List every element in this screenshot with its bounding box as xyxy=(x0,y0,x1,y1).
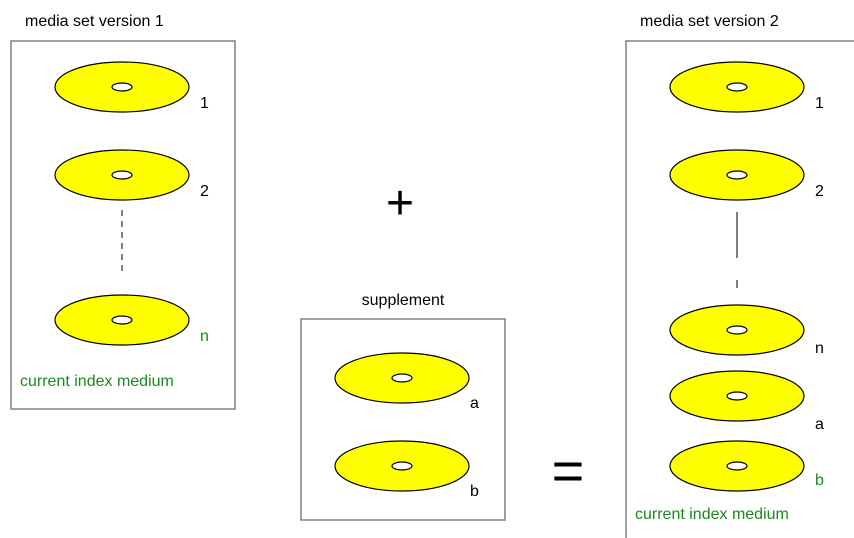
disk-icon xyxy=(669,61,805,113)
supplement-title: supplement xyxy=(362,292,445,309)
supplement-frame xyxy=(300,318,506,521)
plus-operator: + xyxy=(386,177,414,230)
version-1-title: media set version 1 xyxy=(25,13,164,30)
disk-label: a xyxy=(815,416,824,433)
current-index-medium-label: current index medium xyxy=(20,373,174,390)
disk-icon xyxy=(669,370,805,422)
media-set-version-1: media set version 1 1 2 n current index … xyxy=(10,13,236,410)
disk-icon xyxy=(54,149,190,201)
disk-label: a xyxy=(470,395,479,412)
disk-label-current: n xyxy=(200,328,209,345)
version-2-frame xyxy=(625,40,854,538)
disk-icon xyxy=(334,352,470,404)
disk-icon xyxy=(669,149,805,201)
disk-icon xyxy=(669,304,805,356)
version-2-title: media set version 2 xyxy=(640,13,779,30)
current-index-medium-label: current index medium xyxy=(635,506,789,523)
disk-label: b xyxy=(470,483,479,500)
version-1-frame xyxy=(10,40,236,410)
disk-label: 2 xyxy=(815,183,824,200)
disk-label: 1 xyxy=(815,95,824,112)
supplement-set: supplement a b xyxy=(300,292,506,521)
disk-icon xyxy=(334,440,470,492)
media-set-version-2: media set version 2 1 2 n a xyxy=(625,13,854,538)
disk-label: 1 xyxy=(200,95,209,112)
disk-label-current: b xyxy=(815,472,824,489)
disk-label: 2 xyxy=(200,183,209,200)
equals-operator: = xyxy=(552,439,585,502)
disk-icon xyxy=(669,440,805,492)
disk-icon xyxy=(54,61,190,113)
disk-icon xyxy=(54,294,190,346)
disk-label: n xyxy=(815,340,824,357)
